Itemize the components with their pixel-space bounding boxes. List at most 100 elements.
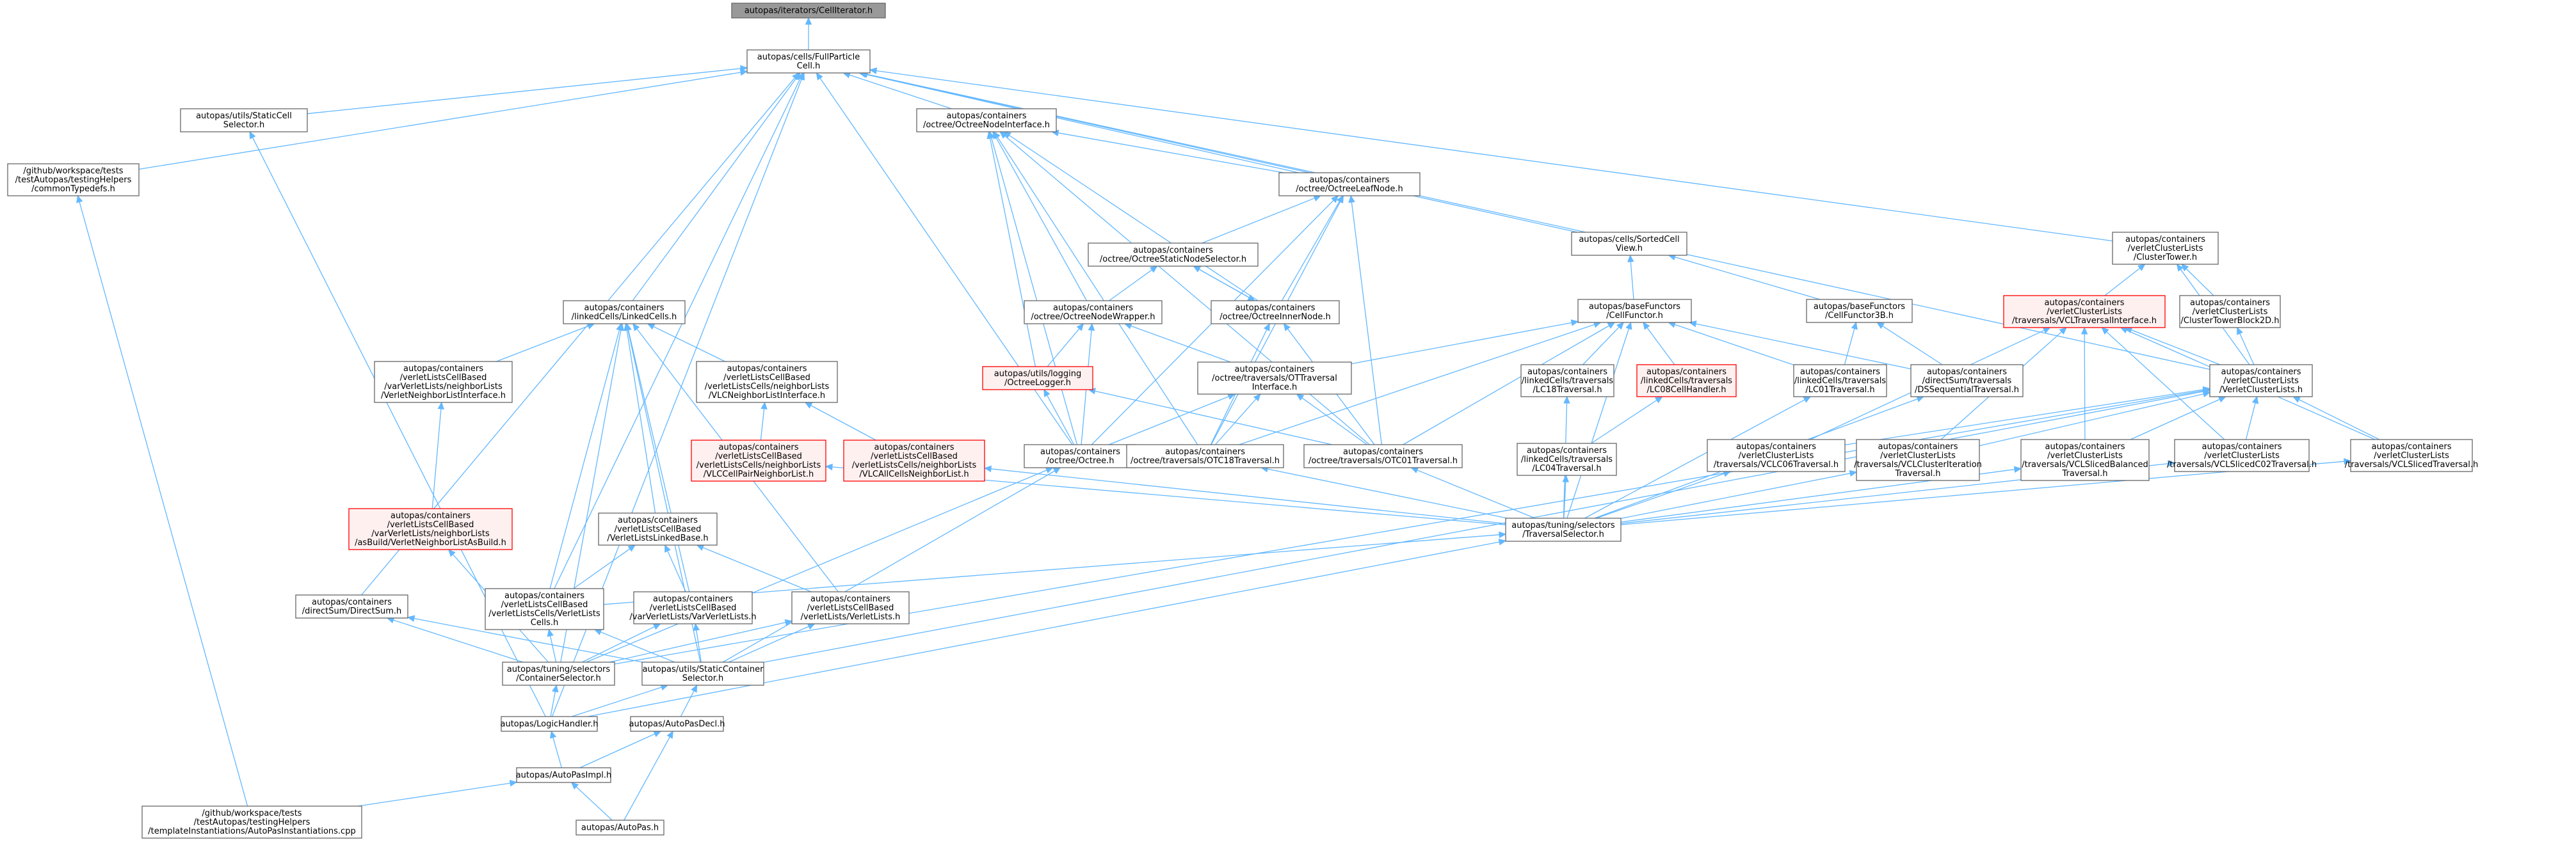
edge-asbuild-to-vnliface [431,401,445,509]
edge-line [549,635,557,663]
node-label-line: /verletListsCells/VerletLists [488,609,600,619]
node-box [630,716,724,732]
node-verletlists[interactable]: autopas/containers/verletListsCellBased/… [791,591,910,624]
node-logichandler[interactable]: autopas/LogicHandler.h [501,716,599,732]
node-vllinkedbase[interactable]: autopas/containers/verletListsCellBased/… [598,512,718,546]
edge-octlogger-to-octwrapper [1047,323,1084,367]
node-box [485,588,604,630]
edge-arrowhead [1410,467,1419,473]
node-vclsb[interactable]: autopas/containers/verletClusterLists/tr… [2020,439,2150,481]
node-label-line: /verletListsCellBased [807,603,894,613]
node-octnodeiface[interactable]: autopas/containers/octree/OctreeNodeInte… [916,108,1057,132]
node-vlccellpair[interactable]: autopas/containers/verletListsCellBased/… [691,440,826,482]
node-varverlet[interactable]: autopas/containers/verletListsCellBased/… [629,591,757,624]
node-octree[interactable]: autopas/containers/octree/Octree.h [1024,444,1137,468]
node-label-line: Selector.h [682,674,724,683]
edge-line [760,408,765,441]
edge-line [632,77,797,301]
node-octleaf[interactable]: autopas/containers/octree/OctreeLeafNode… [1278,172,1421,196]
node-label-line: autopas/AutoPas.h [581,823,659,833]
edge-line [1281,201,1340,301]
edge-traversalsel-to-vclciter [1620,470,1858,519]
edge-contsel-to-octree [586,467,1054,663]
node-commontypedefs[interactable]: /github/workspace/tests/testAutopas/test… [7,163,140,196]
edge-line [573,548,631,589]
edge-vnliface-to-linkedcells [496,322,595,362]
node-lc08handler[interactable]: autopas/containers/linkedCells/traversal… [1636,364,1737,397]
node-label-line: autopas/baseFunctors [1589,302,1680,312]
node-vnliface[interactable]: autopas/containers/verletListsCellBased/… [374,361,513,403]
edge-line [1591,399,1657,444]
edge-octleaf-to-octnodeiface [1051,129,1285,173]
edge-line [624,736,670,821]
node-label-line: /ClusterTowerBlock2D.h [2181,316,2280,326]
edge-logichandler-to-contsel [550,684,559,717]
node-vclciter[interactable]: autopas/containers/verletClusterLists/tr… [1854,439,1982,481]
nodes-layer: autopas/iterators/CellIterator.h autopas/… [7,3,2479,839]
edge-arrowhead [796,72,803,81]
node-label-line: /verletClusterLists [2047,307,2122,317]
node-lc01[interactable]: autopas/containers/linkedCells/traversal… [1793,364,1887,397]
edge-octnodeiface-to-fpcell [842,72,952,109]
node-traversalsel[interactable]: autopas/tuning/selectors/TraversalSelect… [1505,518,1622,542]
edge-octinner-to-octleaf [1281,194,1344,301]
node-otc18[interactable]: autopas/containers/octree/traversals/OTC… [1126,444,1284,468]
node-cellfunctor3b[interactable]: autopas/baseFunctors/CellFunctor3B.h [1806,299,1913,323]
node-linkedcells[interactable]: autopas/containers/linkedCells/LinkedCel… [563,300,686,324]
node-vlcells[interactable]: autopas/containers/verletListsCellBased/… [485,588,604,630]
node-clustertower[interactable]: autopas/containers/verletClusterLists/Cl… [2112,232,2219,265]
node-label-line: /commonTypedefs.h [31,184,115,194]
edge-arrowhead [2218,396,2226,403]
node-autopasdecl[interactable]: autopas/AutoPasDecl.h [629,716,725,732]
edge-vclsb-to-vcl [2130,396,2226,440]
node-box [1793,364,1887,397]
node-octlogger[interactable]: autopas/utils/logging/OctreeLogger.h [982,366,1093,390]
node-label-line: Cells.h [531,618,558,628]
node-label-line: autopas/utils/StaticContainer [642,665,764,674]
node-ds[interactable]: autopas/containers/directSum/traversals/… [1910,364,2024,397]
node-octinner[interactable]: autopas/containers/octree/OctreeInnerNod… [1211,300,1340,324]
node-lc18[interactable]: autopas/containers/linkedCells/traversal… [1520,364,1614,397]
node-label-line: autopas/containers [2221,367,2301,377]
node-asbuild[interactable]: autopas/containers/verletListsCellBased/… [348,508,513,550]
node-vclc06[interactable]: autopas/containers/verletClusterLists/tr… [1707,439,1846,472]
node-cellfunctor[interactable]: autopas/baseFunctors/CellFunctor.h [1577,299,1692,323]
node-vlcall[interactable]: autopas/containers/verletListsCellBased/… [843,440,985,482]
node-box [502,662,615,686]
node-box [696,361,838,403]
node-lc04[interactable]: autopas/containers/linkedCells/traversal… [1517,443,1617,476]
node-vcl[interactable]: autopas/containers/verletClusterLists/Ve… [2209,364,2313,397]
node-octwrapper[interactable]: autopas/containers/octree/OctreeNodeWrap… [1024,300,1163,324]
node-autopasimpl[interactable]: autopas/AutoPasImpl.h [516,767,612,783]
node-vlcnliface[interactable]: autopas/containers/verletListsCellBased/… [696,361,838,403]
node-vclsliced[interactable]: autopas/containers/verletClusterLists/tr… [2345,439,2479,472]
edge-line [1047,395,1075,445]
node-vcltiface[interactable]: autopas/containers/verletClusterLists/tr… [2003,295,2166,328]
node-otc01[interactable]: autopas/containers/octree/traversals/OTC… [1303,444,1463,468]
edge-traversalsel-to-vclsliced [1620,457,2352,525]
node-octstatic[interactable]: autopas/containers/octree/OctreeStaticNo… [1088,242,1259,267]
node-directsum[interactable]: autopas/containers/directSum/DirectSum.h [295,594,408,619]
edge-towerblock-to-clustertower [2181,264,2214,296]
node-label-line: /VLCNeighborListInterface.h [709,391,825,401]
edge-arrowhead [2120,327,2129,334]
node-label-line: /verletClusterLists [2128,244,2203,253]
edge-staticcont-to-varverlet [693,623,702,663]
node-celliter[interactable]: autopas/iterators/CellIterator.h [731,3,886,19]
node-label-line: autopas/LogicHandler.h [501,720,599,729]
node-vclsc02[interactable]: autopas/containers/verletClusterLists/tr… [2167,439,2317,472]
node-label-line: /traversals/VCLClusterIteration [1854,460,1982,470]
node-ottiface[interactable]: autopas/containers/octree/traversals/OTT… [1197,361,1352,395]
edge-line [552,737,562,768]
node-towerblock[interactable]: autopas/containers/verletClusterLists/Cl… [2179,295,2281,328]
node-contsel[interactable]: autopas/tuning/selectors/ContainerSelect… [502,662,615,686]
edge-arrowhead [666,730,673,739]
node-box [1278,172,1421,196]
node-autopas[interactable]: autopas/AutoPas.h [576,820,664,836]
edge-arrowhead [624,322,632,331]
node-instantiations[interactable]: /github/workspace/tests/testAutopas/test… [141,805,362,839]
